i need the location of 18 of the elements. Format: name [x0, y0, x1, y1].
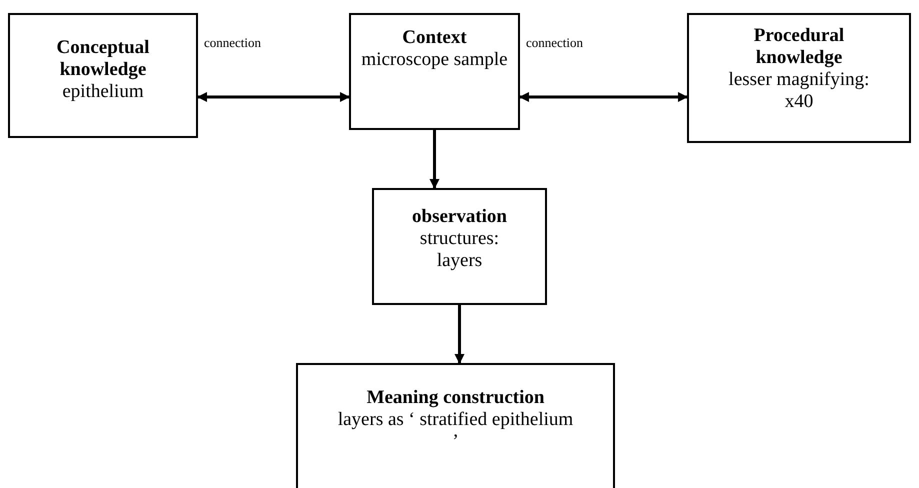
text-box	[8, 13, 198, 138]
box-text: structures: layers	[418, 228, 500, 272]
box-heading: observation	[411, 206, 508, 228]
box-heading: Procedural knowledge	[752, 25, 846, 69]
arrow	[197, 92, 350, 102]
box-text: microscope sample	[360, 49, 509, 71]
text-box	[687, 13, 911, 143]
box-heading: Context	[401, 27, 468, 49]
arrow	[454, 305, 464, 364]
arrow	[430, 130, 440, 189]
text-box	[296, 363, 615, 488]
text-box	[349, 13, 520, 130]
box-text: lesser magnifying: x40	[728, 69, 870, 113]
arrow	[519, 92, 688, 102]
box-text: layers as ‘ stratified epithelium ’	[336, 409, 574, 453]
box-heading: Meaning construction	[366, 387, 546, 409]
box-text: epithelium	[61, 81, 145, 103]
text-box	[372, 188, 547, 305]
